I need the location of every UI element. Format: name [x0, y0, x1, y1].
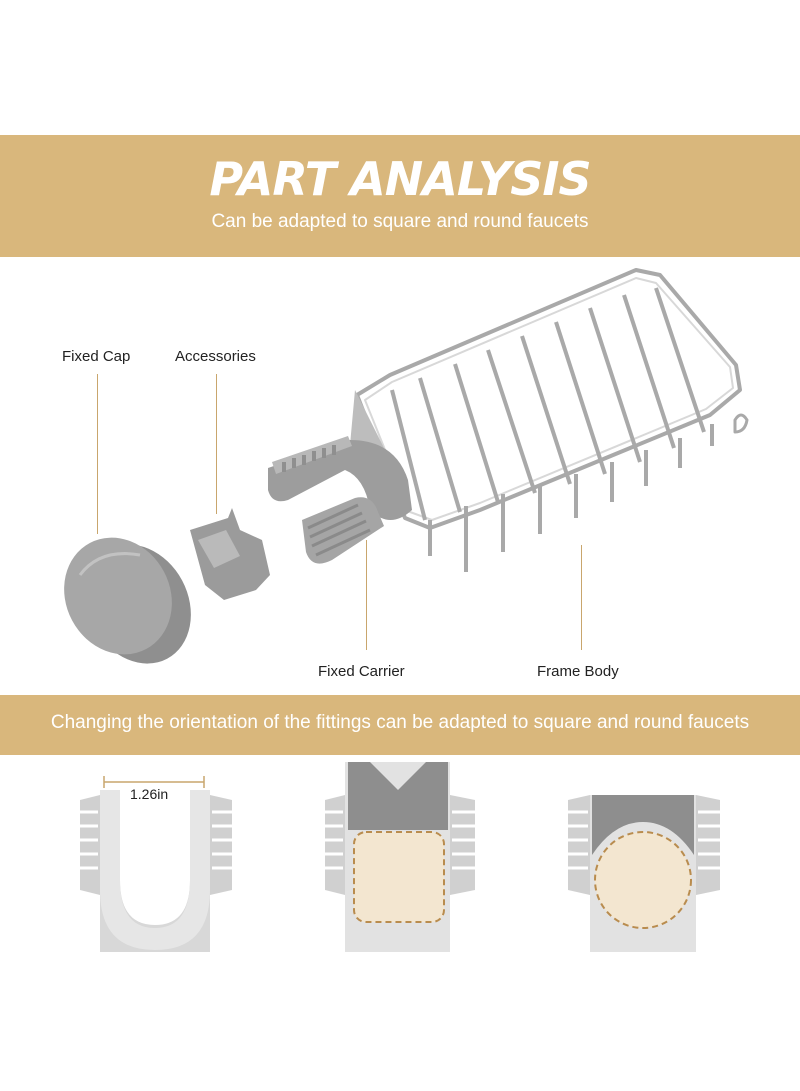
accessories-part: [190, 508, 270, 600]
measurement-label: 1.26in: [130, 786, 169, 802]
orientation-text: Changing the orientation of the fittings…: [50, 712, 750, 733]
title-banner: PART ANALYSIS Can be adapted to square a…: [0, 135, 800, 257]
label-frame-body: Frame Body: [537, 663, 619, 680]
page-subtitle: Can be adapted to square and round fauce…: [211, 211, 589, 232]
leader-frame-body: [581, 545, 582, 650]
fixed-carrier-part: [268, 436, 412, 564]
orientation-banner: Changing the orientation of the fittings…: [0, 695, 800, 755]
label-fixed-cap: Fixed Cap: [62, 348, 131, 365]
leader-fixed-carrier: [366, 540, 367, 650]
leader-accessories: [216, 374, 217, 514]
label-accessories: Accessories: [175, 348, 256, 365]
clamp-diagram-square: [325, 762, 475, 952]
page-title: PART ANALYSIS: [209, 152, 591, 206]
leader-fixed-cap: [97, 374, 98, 534]
fixed-cap-part: [64, 537, 191, 664]
clamp-diagram-empty: [80, 776, 232, 952]
label-fixed-carrier: Fixed Carrier: [318, 663, 405, 680]
clamp-diagram-round: [568, 795, 720, 952]
frame-body-basket: [355, 268, 749, 572]
